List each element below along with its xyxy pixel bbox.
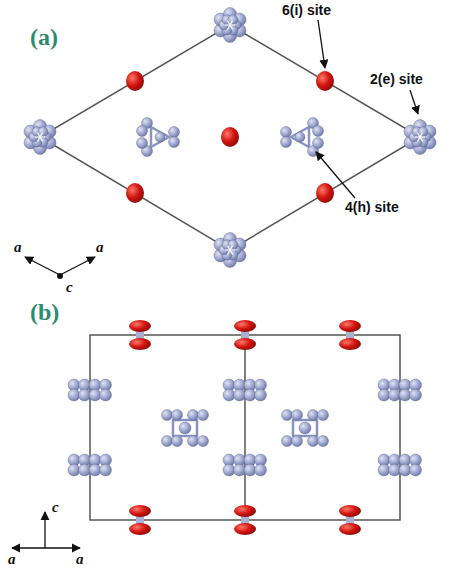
panel-label: (b): [30, 300, 59, 324]
atom: [89, 464, 101, 476]
atom: [129, 505, 151, 517]
axis-label: c: [66, 280, 73, 295]
atom: [339, 523, 361, 535]
atom: [100, 464, 112, 476]
atom: [126, 71, 144, 91]
atom: [188, 436, 199, 447]
atom: [313, 126, 324, 137]
axis-label: a: [14, 240, 22, 255]
atom: [234, 320, 256, 332]
atom: [339, 320, 361, 332]
atom: [79, 464, 91, 476]
atoms: [24, 8, 436, 536]
atom: [255, 464, 267, 476]
atom: [162, 410, 173, 421]
atom: [378, 464, 390, 476]
atom: [234, 464, 246, 476]
atom: [292, 410, 303, 421]
atom: [221, 127, 239, 147]
atom: [129, 320, 151, 332]
atom: [282, 410, 293, 421]
atom: [410, 464, 422, 476]
atom: [89, 389, 101, 401]
atom: [316, 183, 334, 203]
atom: [172, 436, 183, 447]
atom: [234, 505, 256, 517]
atom: [100, 389, 112, 401]
atom: [179, 422, 191, 434]
atom: [129, 338, 151, 350]
atom: [281, 137, 292, 148]
unit-cell-a: [40, 25, 420, 250]
axis-label: a: [8, 552, 16, 567]
axes-b: [12, 512, 80, 548]
atom: [169, 137, 180, 148]
atom: [281, 127, 292, 138]
atom: [244, 464, 256, 476]
leader-arrows: [316, 20, 418, 198]
panel-label: (a): [30, 25, 58, 49]
atom: [126, 183, 144, 203]
site-label: 2(e) site: [370, 72, 423, 86]
atom: [244, 389, 256, 401]
atom: [172, 410, 183, 421]
atom: [234, 338, 256, 350]
atom: [313, 138, 324, 149]
atom: [339, 505, 361, 517]
atom: [318, 410, 329, 421]
atom: [282, 436, 293, 447]
atom: [162, 436, 173, 447]
atom: [129, 523, 151, 535]
atom: [389, 464, 401, 476]
atom: [378, 389, 390, 401]
site-label: 4(h) site: [345, 200, 399, 214]
atom: [410, 389, 422, 401]
atom: [292, 436, 303, 447]
atom: [308, 410, 319, 421]
axis-label: a: [76, 552, 84, 567]
axis-label: c: [52, 500, 59, 515]
atom: [137, 126, 148, 137]
atom: [68, 389, 80, 401]
atom: [316, 71, 334, 91]
atom: [399, 464, 411, 476]
atom: [223, 464, 235, 476]
atom: [299, 422, 311, 434]
atom: [137, 138, 148, 149]
atom: [234, 389, 246, 401]
atom: [68, 464, 80, 476]
atom: [198, 410, 209, 421]
atom: [79, 389, 91, 401]
atom: [169, 127, 180, 138]
site-label: 6(i) site: [282, 3, 331, 17]
atom: [155, 132, 165, 142]
unit-cell-b: [90, 335, 400, 520]
atom: [295, 132, 305, 142]
atom: [223, 389, 235, 401]
atom: [389, 389, 401, 401]
atom: [318, 436, 329, 447]
atom: [308, 436, 319, 447]
axis-label: a: [96, 240, 104, 255]
atom: [198, 436, 209, 447]
atom: [188, 410, 199, 421]
axes-a: [25, 257, 95, 279]
atom: [399, 389, 411, 401]
atom: [339, 338, 361, 350]
atom: [255, 389, 267, 401]
atom: [234, 523, 256, 535]
